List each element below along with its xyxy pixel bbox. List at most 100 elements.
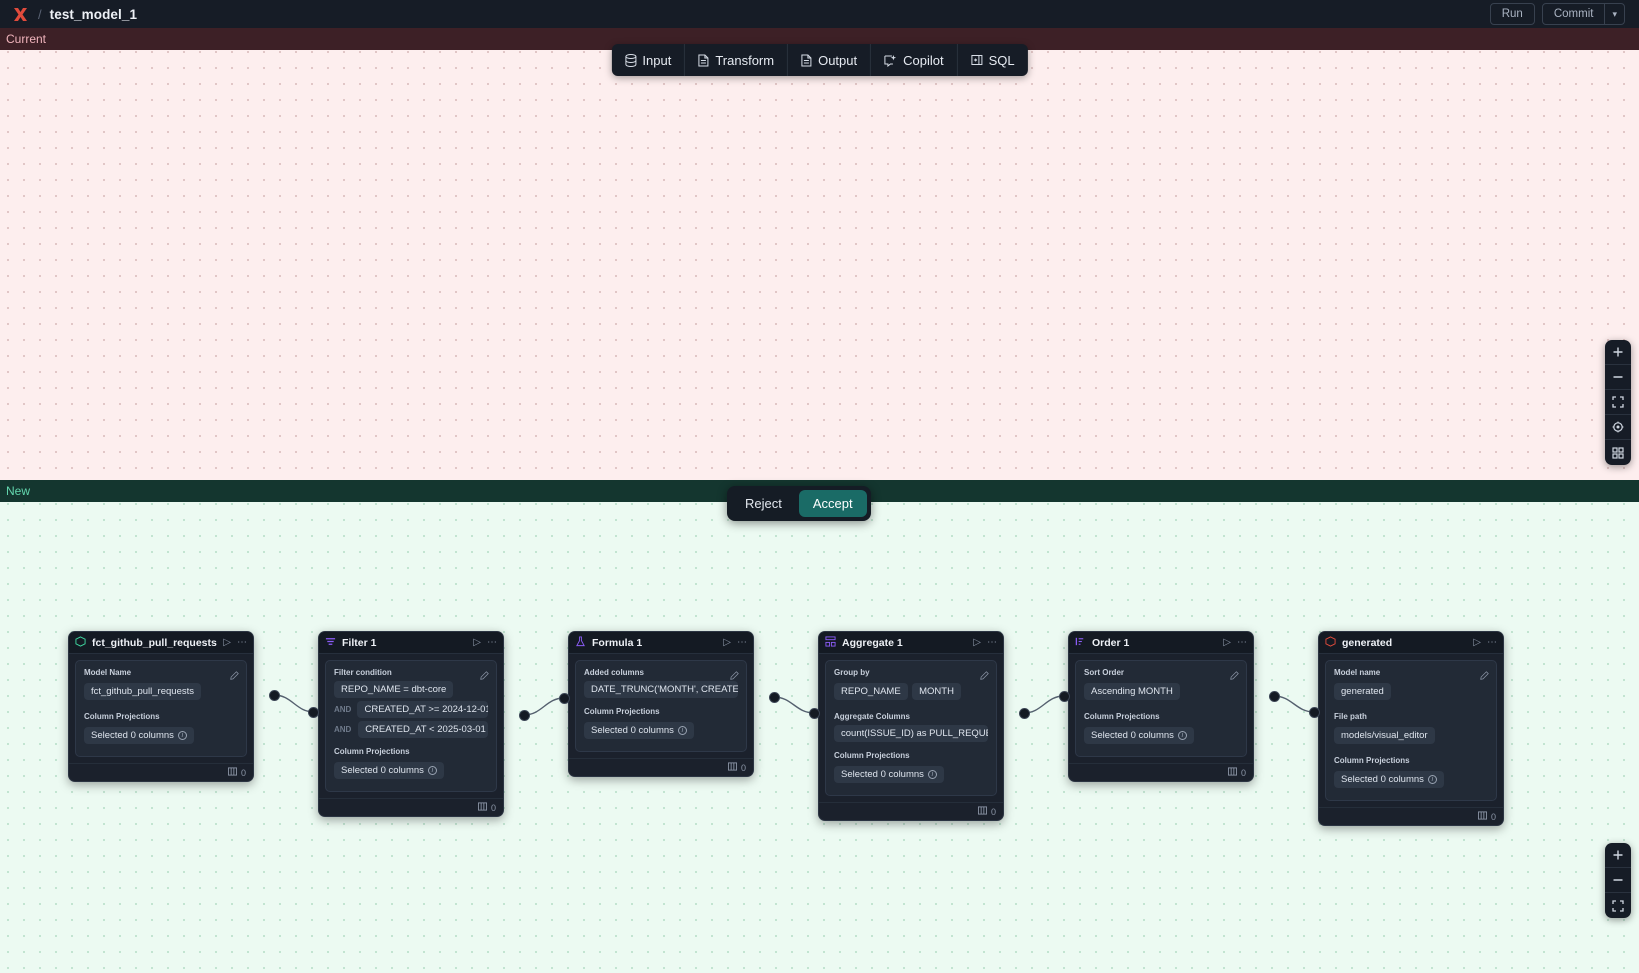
fit-view-icon[interactable] [1605, 390, 1631, 415]
node-header[interactable]: fct_github_pull_requests ▷ ⋯ [69, 632, 253, 654]
condition-chip[interactable]: CREATED_AT < 2025-03-01 [358, 721, 488, 738]
more-options-icon[interactable]: ⋯ [487, 636, 497, 648]
info-icon[interactable]: i [927, 770, 937, 779]
value-chip[interactable]: DATE_TRUNC('MONTH', CREATED_AT... [584, 681, 738, 698]
condition-chip[interactable]: CREATED_AT >= 2024-12-01 [357, 701, 488, 718]
port-aggregate-out[interactable] [1019, 708, 1030, 719]
node-formula[interactable]: Formula 1 ▷ ⋯ Added columns DATE_TRUNC('… [568, 631, 754, 777]
info-icon[interactable]: i [1177, 731, 1187, 740]
toolbar-label: Output [818, 52, 858, 68]
canvas-pane-new[interactable]: New fct_github_pull_requests ▷ [0, 480, 1639, 973]
group-by-chip[interactable]: MONTH [912, 683, 961, 700]
port-filter-in[interactable] [308, 707, 319, 718]
zoom-out-icon[interactable] [1605, 868, 1631, 893]
filter-condition-row[interactable]: AND CREATED_AT >= 2024-12-01 [334, 701, 488, 718]
app-logo-icon[interactable] [10, 4, 30, 24]
column-projections-chip[interactable]: Selected 0 columns i [84, 727, 194, 744]
more-options-icon[interactable]: ⋯ [237, 636, 247, 648]
node-header[interactable]: Formula 1 ▷ ⋯ [569, 632, 753, 654]
more-options-icon[interactable]: ⋯ [1237, 636, 1247, 648]
port-filter-out[interactable] [519, 710, 530, 721]
play-icon[interactable]: ▷ [473, 636, 481, 648]
port-aggregate-in[interactable] [809, 708, 820, 719]
filter-condition-row[interactable]: AND CREATED_AT < 2025-03-01 [334, 721, 488, 738]
aggregate-column-chip[interactable]: count(ISSUE_ID) as PULL_REQUEST_... [834, 725, 988, 742]
value-chip[interactable]: fct_github_pull_requests [84, 683, 201, 700]
column-count: 0 [1490, 811, 1496, 822]
field-label: Column Projections [584, 707, 660, 716]
info-icon[interactable]: i [677, 726, 687, 735]
pencil-icon[interactable] [730, 667, 739, 685]
commit-button-group[interactable]: Commit ▾ [1541, 3, 1625, 25]
filter-condition-row[interactable]: REPO_NAME = dbt-core [334, 681, 488, 698]
node-filter[interactable]: Filter 1 ▷ ⋯ Filter condition REPO_NAME … [318, 631, 504, 817]
play-icon[interactable]: ▷ [223, 636, 231, 648]
reject-button[interactable]: Reject [731, 490, 796, 517]
node-header[interactable]: Filter 1 ▷ ⋯ [319, 632, 503, 654]
node-source[interactable]: fct_github_pull_requests ▷ ⋯ Model Name … [68, 631, 254, 782]
port-source-out[interactable] [269, 690, 280, 701]
column-count: 0 [1240, 767, 1246, 778]
canvas-pane-current[interactable]: Current [0, 28, 1639, 480]
more-options-icon[interactable]: ⋯ [987, 636, 997, 648]
accept-button[interactable]: Accept [798, 490, 867, 517]
zoom-in-icon[interactable] [1605, 843, 1631, 868]
column-projections-chip[interactable]: Selected 0 columns i [584, 722, 694, 739]
node-generated[interactable]: generated ▷ ⋯ Model name generated File … [1318, 631, 1504, 826]
column-projections-chip[interactable]: Selected 0 columns i [334, 762, 444, 779]
columns-icon [1227, 767, 1237, 778]
toolbar-item-output[interactable]: Output [788, 44, 872, 76]
pencil-icon[interactable] [1480, 667, 1489, 685]
column-projections-chip[interactable]: Selected 0 columns i [1334, 771, 1444, 788]
commit-button[interactable]: Commit [1553, 8, 1594, 20]
chevron-down-icon[interactable]: ▾ [1604, 4, 1624, 24]
port-generated-in[interactable] [1309, 707, 1320, 718]
info-icon[interactable]: i [1427, 775, 1437, 784]
port-order-in[interactable] [1059, 691, 1070, 702]
pane-label-current: Current [0, 28, 1639, 50]
condition-chip[interactable]: REPO_NAME = dbt-core [334, 681, 454, 698]
sort-order-chip[interactable]: Ascending MONTH [1084, 683, 1180, 700]
play-icon[interactable]: ▷ [723, 636, 731, 648]
play-icon[interactable]: ▷ [973, 636, 981, 648]
port-order-out[interactable] [1269, 691, 1280, 702]
center-focus-icon[interactable] [1605, 415, 1631, 440]
node-header[interactable]: Order 1 ▷ ⋯ [1069, 632, 1253, 654]
field-label: Model name [1334, 668, 1381, 677]
grid-view-icon[interactable] [1605, 440, 1631, 465]
node-header[interactable]: generated ▷ ⋯ [1319, 632, 1503, 654]
info-icon[interactable]: i [177, 731, 187, 740]
port-formula-in[interactable] [559, 693, 570, 704]
play-icon[interactable]: ▷ [1473, 636, 1481, 648]
node-header[interactable]: Aggregate 1 ▷ ⋯ [819, 632, 1003, 654]
condition-operator: AND [334, 725, 352, 734]
column-projections-chip[interactable]: Selected 0 columns i [1084, 727, 1194, 744]
fit-view-icon[interactable] [1605, 893, 1631, 918]
toolbar-item-sql[interactable]: SQL [958, 44, 1028, 76]
run-button[interactable]: Run [1489, 3, 1535, 25]
pencil-icon[interactable] [480, 667, 489, 685]
node-aggregate[interactable]: Aggregate 1 ▷ ⋯ Group by REPO_NAME MONTH… [818, 631, 1004, 821]
pencil-icon[interactable] [1230, 667, 1239, 685]
model-name-chip[interactable]: generated [1334, 683, 1391, 700]
pencil-icon[interactable] [230, 667, 239, 685]
node-body: Filter condition REPO_NAME = dbt-core AN… [325, 660, 497, 792]
toolbar-item-input[interactable]: Input [611, 44, 686, 76]
toolbar-item-copilot[interactable]: Copilot [871, 44, 958, 76]
cube-output-icon [1325, 634, 1336, 652]
play-icon[interactable]: ▷ [1223, 636, 1231, 648]
zoom-in-icon[interactable] [1605, 340, 1631, 365]
chip-text: Selected 0 columns [841, 769, 924, 780]
info-icon[interactable]: i [427, 766, 437, 775]
toolbar-item-transform[interactable]: Transform [685, 44, 789, 76]
more-options-icon[interactable]: ⋯ [737, 636, 747, 648]
more-options-icon[interactable]: ⋯ [1487, 636, 1497, 648]
column-count: 0 [990, 806, 996, 817]
port-formula-out[interactable] [769, 692, 780, 703]
group-by-chip[interactable]: REPO_NAME [834, 683, 908, 700]
pencil-icon[interactable] [980, 667, 989, 685]
node-order[interactable]: Order 1 ▷ ⋯ Sort Order Ascending MONTH C… [1068, 631, 1254, 782]
column-projections-chip[interactable]: Selected 0 columns i [834, 766, 944, 783]
file-path-chip[interactable]: models/visual_editor [1334, 727, 1435, 744]
zoom-out-icon[interactable] [1605, 365, 1631, 390]
